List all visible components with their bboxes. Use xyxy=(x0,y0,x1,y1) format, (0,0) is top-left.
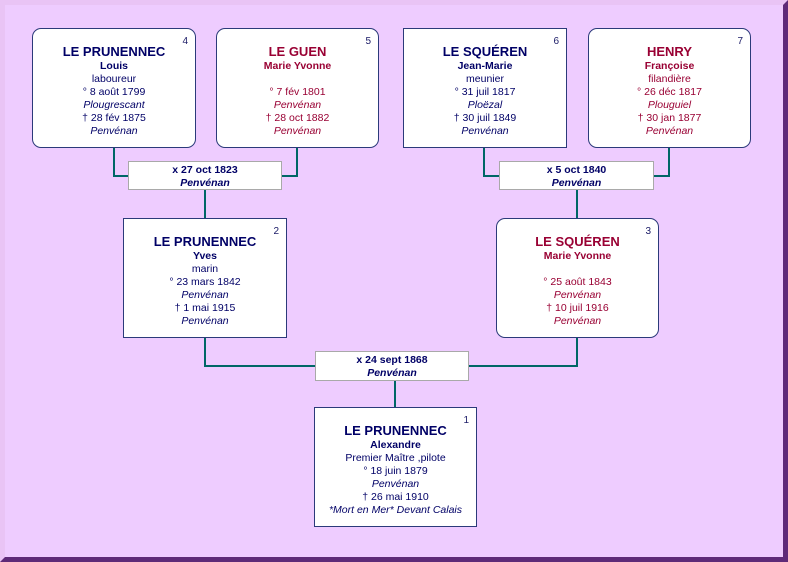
death-place: *Mort en Mer* Devant Calais xyxy=(328,504,463,516)
given-name: Marie Yvonne xyxy=(263,60,332,72)
person-card-1[interactable]: 1 LE PRUNENNEC Alexandre Premier Maître … xyxy=(314,407,477,527)
person-card-5[interactable]: 5 LE GUEN Marie Yvonne ° 7 fév 1801 Penv… xyxy=(216,28,379,148)
birth-date: ° 25 août 1843 xyxy=(543,276,612,288)
death-date: † 1 mai 1915 xyxy=(174,302,236,314)
marriage-date: x 27 oct 1823 xyxy=(172,164,238,176)
birth-place: Ploëzal xyxy=(467,99,503,111)
sosa-number: 6 xyxy=(553,36,559,47)
connector-line xyxy=(483,148,499,177)
person-card-2[interactable]: 2 LE PRUNENNEC Yves marin ° 23 mars 1842… xyxy=(123,218,287,338)
death-date: † 30 jan 1877 xyxy=(637,112,702,124)
connector-line xyxy=(282,148,298,177)
person-card-3[interactable]: 3 LE SQUÉREN Marie Yvonne ° 25 août 1843… xyxy=(496,218,659,338)
birth-date: ° 23 mars 1842 xyxy=(169,276,241,288)
marriage-box-2-3[interactable]: x 24 sept 1868 Penvénan xyxy=(315,351,469,381)
death-place: Penvénan xyxy=(273,125,322,137)
person-card-4[interactable]: 4 LE PRUNENNEC Louis laboureur ° 8 août … xyxy=(32,28,196,148)
birth-date: ° 26 déc 1817 xyxy=(637,86,702,98)
sosa-number: 3 xyxy=(645,226,651,237)
birth-place: Plouguiel xyxy=(647,99,692,111)
marriage-box-4-5[interactable]: x 27 oct 1823 Penvénan xyxy=(128,161,282,190)
given-name: Jean-Marie xyxy=(457,60,513,72)
person-card-6[interactable]: 6 LE SQUÉREN Jean-Marie meunier ° 31 jui… xyxy=(403,28,567,148)
connector-line xyxy=(113,148,128,177)
given-name: Yves xyxy=(193,250,217,262)
birth-place: Penvénan xyxy=(553,289,602,301)
birth-date: ° 31 juil 1817 xyxy=(454,86,516,98)
marriage-place: Penvénan xyxy=(551,177,602,189)
sosa-number: 2 xyxy=(273,226,279,237)
occupation: marin xyxy=(191,263,219,275)
occupation: laboureur xyxy=(91,73,137,85)
sosa-number: 7 xyxy=(737,36,743,47)
connector-line xyxy=(204,338,315,367)
birth-date: ° 8 août 1799 xyxy=(82,86,146,98)
given-name: Alexandre xyxy=(370,439,421,451)
birth-date: ° 7 fév 1801 xyxy=(269,86,326,98)
occupation: filandière xyxy=(648,73,691,85)
given-name: Françoise xyxy=(644,60,695,72)
death-date: † 10 juil 1916 xyxy=(546,302,609,314)
surname: LE SQUÉREN xyxy=(535,234,620,249)
connector-line xyxy=(654,148,670,177)
marriage-date: x 24 sept 1868 xyxy=(356,354,428,366)
death-date: † 30 juil 1849 xyxy=(453,112,517,124)
given-name: Marie Yvonne xyxy=(543,250,612,262)
sosa-number: 5 xyxy=(365,36,371,47)
surname: LE SQUÉREN xyxy=(442,44,528,59)
person-card-7[interactable]: 7 HENRY Françoise filandière ° 26 déc 18… xyxy=(588,28,751,148)
occupation xyxy=(497,263,658,276)
surname: LE PRUNENNEC xyxy=(344,423,447,438)
death-place: Penvénan xyxy=(181,315,229,327)
surname: LE GUEN xyxy=(268,44,327,59)
death-place: Penvénan xyxy=(90,125,138,137)
sosa-number: 4 xyxy=(182,36,188,47)
birth-place: Plougrescant xyxy=(83,99,145,111)
marriage-place: Penvénan xyxy=(367,367,417,379)
birth-place: Penvénan xyxy=(371,478,420,490)
death-place: Penvénan xyxy=(645,125,694,137)
occupation: meunier xyxy=(466,73,504,85)
birth-date: ° 18 juin 1879 xyxy=(363,465,428,477)
death-date: † 28 oct 1882 xyxy=(265,112,330,124)
marriage-place: Penvénan xyxy=(180,177,230,189)
death-date: † 26 mai 1910 xyxy=(362,491,429,503)
marriage-box-6-7[interactable]: x 5 oct 1840 Penvénan xyxy=(499,161,654,190)
occupation: Premier Maître ,pilote xyxy=(345,452,446,464)
surname: HENRY xyxy=(646,44,693,59)
given-name: Louis xyxy=(100,60,128,72)
surname: LE PRUNENNEC xyxy=(62,44,166,59)
birth-place: Penvénan xyxy=(181,289,229,301)
occupation xyxy=(217,73,378,86)
death-place: Penvénan xyxy=(553,315,602,327)
surname: LE PRUNENNEC xyxy=(153,234,257,249)
sosa-number: 1 xyxy=(463,415,469,426)
birth-place: Penvénan xyxy=(273,99,322,111)
death-place: Penvénan xyxy=(461,125,509,137)
connector-line xyxy=(469,338,578,367)
marriage-date: x 5 oct 1840 xyxy=(546,164,607,176)
death-date: † 28 fév 1875 xyxy=(82,112,146,124)
